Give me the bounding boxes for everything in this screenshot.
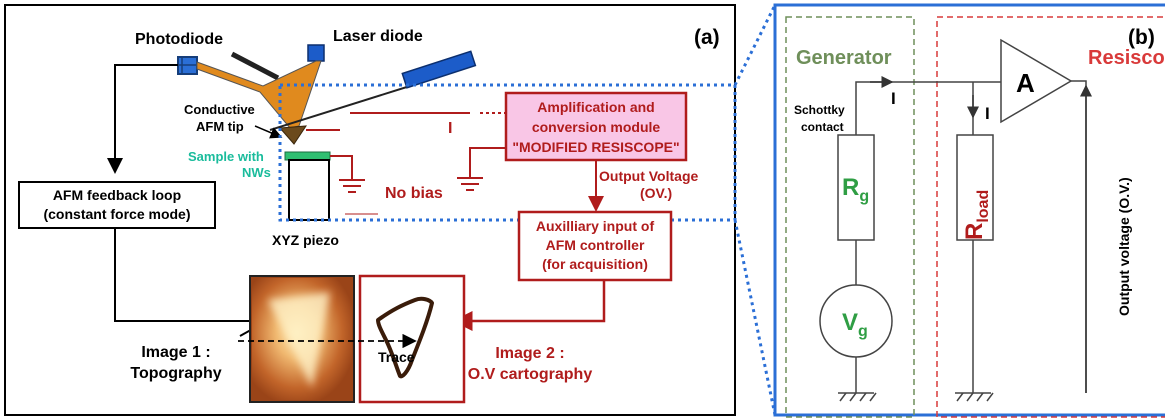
vg-label: V	[842, 309, 858, 336]
laser-diode-icon	[307, 44, 325, 62]
resiscope-region	[936, 16, 1165, 418]
panel-a-tag: (a)	[694, 26, 720, 49]
generator-region	[785, 16, 915, 418]
svg-text:Rg: Rg	[842, 174, 869, 205]
mirror-icon	[230, 51, 280, 81]
module-ground-icon	[457, 177, 483, 191]
topography-image	[249, 275, 355, 403]
generator-ground-icon	[838, 392, 877, 402]
feedback-line1: AFM feedback loop	[53, 187, 181, 203]
feedback-line2: (constant force mode)	[43, 206, 190, 222]
aux-input-box	[517, 210, 673, 282]
resiscope-module	[504, 91, 688, 162]
sample-label-line2: NWs	[242, 165, 271, 180]
tip-label-line1: Conductive	[184, 102, 255, 117]
resiscope-label: Resiscope	[1088, 47, 1165, 69]
amplifier-icon	[1000, 38, 1073, 124]
rg-label: R	[842, 174, 859, 201]
laser-diode-label: Laser diode	[333, 28, 423, 45]
amplifier-label: A	[1016, 68, 1035, 98]
svg-text:Rload: Rload	[961, 190, 992, 240]
rg-subscript: g	[859, 188, 869, 205]
output-voltage-line1: Output Voltage	[599, 168, 698, 184]
cantilever-arm	[401, 50, 477, 89]
module-line2: conversion module	[532, 119, 661, 135]
xyz-piezo	[288, 159, 330, 221]
image1-line2: Topography	[130, 365, 221, 382]
aux-line3: (for acquisition)	[542, 256, 648, 272]
schottky-line1: Schottky	[794, 103, 845, 117]
output-voltage-label: Output voltage (O.V.)	[1116, 177, 1132, 316]
aux-line1: Auxilliary input of	[536, 218, 655, 234]
vg-subscript: g	[858, 323, 868, 340]
tip-label-line2: AFM tip	[196, 119, 244, 134]
sample-with-nws	[284, 151, 331, 161]
current-right-label: I	[985, 104, 990, 123]
module-line1: Amplification and	[537, 99, 654, 115]
cartography-image	[358, 274, 466, 404]
rload-subscript: load	[975, 190, 992, 223]
afm-tip	[278, 125, 307, 145]
sample-label-line1: Sample with	[188, 149, 264, 164]
current-label: I	[448, 120, 452, 137]
sample-ground-icon	[339, 179, 365, 193]
feedback-loop-box	[18, 181, 216, 229]
laser-beam	[196, 60, 322, 129]
no-bias-label: No bias	[385, 185, 443, 202]
schottky-line2: contact	[801, 120, 844, 134]
aux-line2: AFM controller	[546, 237, 645, 253]
image2-line2: O.V cartography	[468, 366, 593, 383]
photodiode-label: Photodiode	[135, 31, 223, 48]
current-left-label: I	[891, 89, 896, 108]
rload-resistor	[956, 134, 994, 241]
load-ground-icon	[955, 392, 994, 402]
panel-b-tag: (b)	[1128, 26, 1155, 49]
rload-label: R	[961, 223, 988, 240]
output-voltage-line2: (OV.)	[640, 185, 672, 201]
xyz-piezo-label: XYZ piezo	[272, 232, 339, 248]
trace-label: Trace	[378, 349, 415, 365]
rg-resistor	[837, 134, 875, 241]
module-line3: "MODIFIED RESISCOPE"	[512, 139, 679, 155]
svg-text:Vg: Vg	[842, 309, 868, 340]
generator-label: Generator	[796, 47, 892, 69]
image2-line1: Image 2 :	[495, 345, 564, 362]
image1-line1: Image 1 :	[141, 344, 210, 361]
